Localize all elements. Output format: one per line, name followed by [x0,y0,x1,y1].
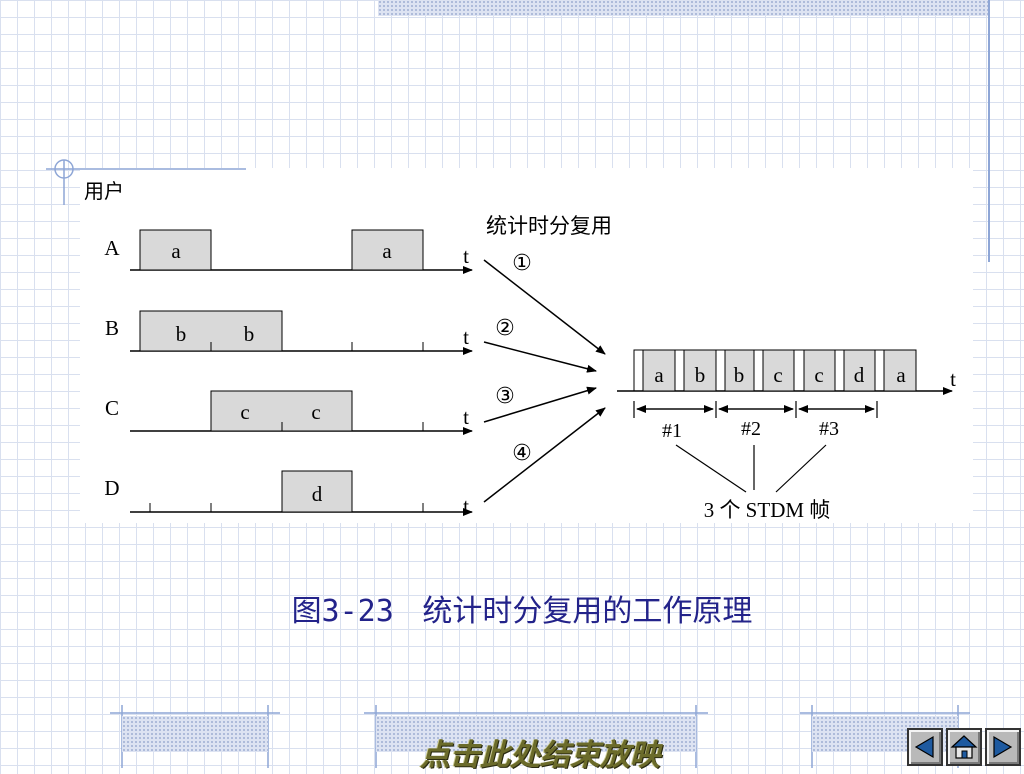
stdm-slots: a b b c c d a [633,349,917,392]
time-label: t [463,405,469,429]
frame-dimension-lines [633,401,878,418]
right-decorative-rule [988,0,990,262]
user-label-d: D [104,476,119,500]
end-slideshow-link[interactable]: 点击此处结束放映 [420,738,660,773]
multiplex-arrows [483,259,606,503]
slot-label: c [773,363,782,387]
footer-band-center [376,716,696,752]
slot-label: a [896,363,906,387]
user-row-c: C c c t [105,390,473,435]
arrow-number-3: ③ [495,384,515,409]
slot-label: b [734,363,745,387]
block-label: c [311,400,320,424]
block-label: a [171,239,181,263]
slot-label: c [814,363,823,387]
arrow-number-4: ④ [512,441,532,466]
user-row-b: B b b t [105,310,473,355]
arrow-number-2: ② [495,316,515,341]
triangle-left-icon [914,735,934,759]
data-block [351,229,424,271]
user-row-a: A a a t [104,229,473,274]
user-label-c: C [105,396,119,420]
figure-caption: 图3-23 统计时分复用的工作原理 [0,586,1024,630]
figure-title: 统计时分复用的工作原理 [422,594,753,629]
home-icon [950,735,978,759]
top-decorative-band [378,0,988,16]
frames-caption: 3 个 STDM 帧 [704,498,831,522]
time-label: t [463,494,469,518]
frame-label-1: #1 [662,420,682,442]
block-label: b [176,322,187,346]
footer-band-left [122,716,268,752]
slot-label: a [654,363,664,387]
triangle-right-icon [993,735,1013,759]
time-label: t [463,325,469,349]
method-label: 统计时分复用 [486,214,612,238]
users-label: 用户 [84,179,124,203]
user-label-b: B [105,316,119,340]
home-button[interactable] [946,728,982,766]
next-slide-button[interactable] [985,728,1021,766]
frame-label-3: #3 [819,418,839,440]
slot-label: b [695,363,706,387]
corner-bracket-decoration [46,159,246,205]
previous-slide-button[interactable] [907,728,943,766]
user-row-d: D d t [104,470,473,518]
frame-label-2: #2 [741,418,761,440]
data-block [281,470,353,513]
stdm-time-label: t [950,367,956,391]
block-label: c [240,400,249,424]
frame-pointer-lines [675,444,827,493]
block-label: b [244,322,255,346]
data-block [139,229,212,271]
user-label-a: A [104,236,120,260]
block-label: d [312,482,323,506]
arrow-number-1: ① [512,251,532,276]
slot-label: d [854,363,865,387]
block-label: a [382,239,392,263]
time-label: t [463,244,469,268]
figure-number: 图3-23 [291,594,394,629]
